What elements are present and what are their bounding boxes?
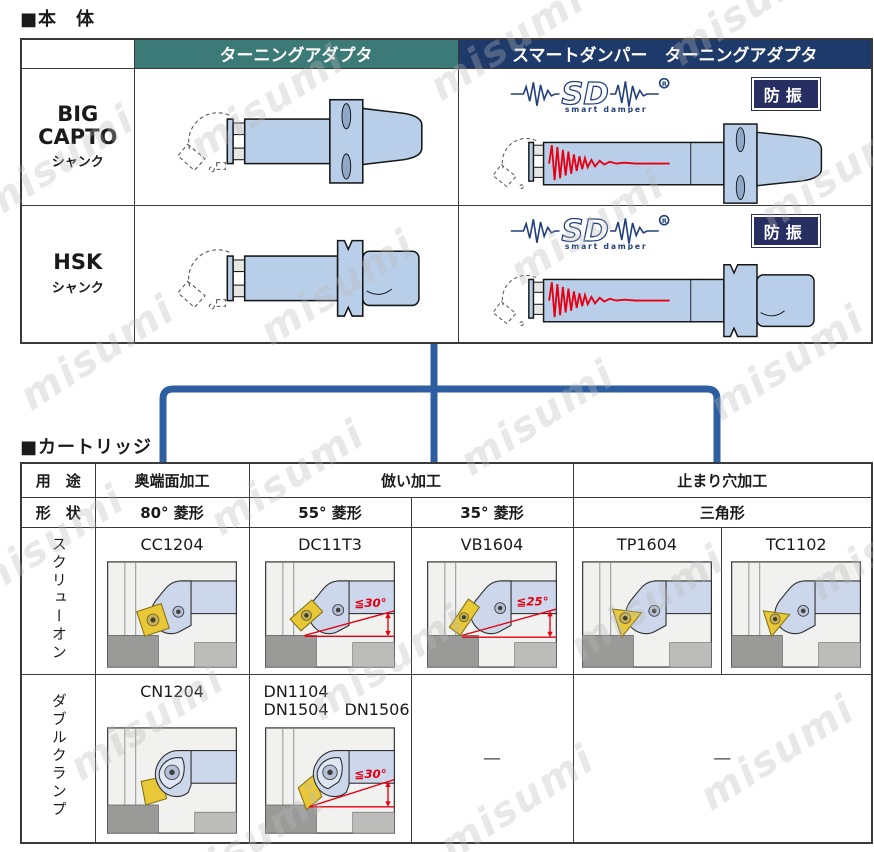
sd-logo-caption: smart damper xyxy=(565,242,648,250)
registered-mark: R xyxy=(662,80,667,87)
cc1204-illustration xyxy=(106,560,238,668)
cartridge-name: CC1204 xyxy=(140,534,204,554)
cartridge-table: 用 途 奥端面加工 倣い加工 止まり穴加工 形 状 80° 菱形 55° 菱形 … xyxy=(20,462,873,844)
insert-triangle xyxy=(611,607,643,638)
insert-35-rhombic xyxy=(448,597,481,636)
usage-back-face: 奥端面加工 xyxy=(94,462,250,498)
cartridge-name: TP1604 xyxy=(616,534,678,554)
row-label-hsk-shank: HSK シャンク xyxy=(20,204,135,343)
cartridge-name: TC1102 xyxy=(765,534,827,554)
damping-wave xyxy=(547,281,670,317)
cell-smart-damper-big-capto: SD R smart damper 防振 xyxy=(457,67,873,206)
body-table-corner-cell xyxy=(20,38,135,69)
cell-turning-adapter-big-capto xyxy=(133,67,459,206)
screw-on-label: スクリューオン xyxy=(49,535,68,662)
insert-80-rhombic xyxy=(135,602,170,637)
tp1604-illustration xyxy=(581,560,713,668)
sd-logo-text: SD xyxy=(561,213,609,248)
workpiece xyxy=(731,634,784,667)
workpiece xyxy=(265,634,317,667)
workpiece xyxy=(107,634,159,667)
cartridge-cell-dn-series: DN1104 DN1504 DN1506 xyxy=(248,673,412,844)
cartridge-name-line1: DN1104 xyxy=(263,681,329,701)
shape-35-rhombic: 35° 菱形 xyxy=(410,496,574,528)
insert-triangle xyxy=(762,609,791,637)
cn1204-illustration xyxy=(106,727,238,834)
angle-label: ≦30° xyxy=(354,596,386,610)
body-table: ターニングアダプタ スマートダンパー ターニングアダプタ BIG CAPTO シ… xyxy=(20,38,873,344)
insert-55-rhombic xyxy=(289,598,324,632)
row-label-double-clamp: ダブルクランプ xyxy=(20,673,96,844)
column-header-smart-damper-turning-adapter: スマートダンパー ターニングアダプタ xyxy=(457,38,873,69)
angle-label: ≦30° xyxy=(354,767,386,781)
smart-damper-adapter-big-capto-illustration xyxy=(492,122,822,204)
damping-wave xyxy=(547,144,670,180)
shape-header-cell: 形 状 xyxy=(20,496,96,528)
workpiece xyxy=(582,634,634,667)
dn-series-illustration: ≦30° xyxy=(264,727,396,834)
anti-vibration-badge: 防振 xyxy=(750,213,821,248)
cartridge-name: VB1604 xyxy=(460,534,524,554)
tc1102-illustration xyxy=(731,560,862,668)
flow-connector xyxy=(159,336,721,462)
usage-header-cell: 用 途 xyxy=(20,462,96,498)
vb1604-illustration: ≦25° xyxy=(426,560,558,668)
workpiece xyxy=(265,804,317,834)
cartridge-cell-vb1604: VB1604 xyxy=(410,526,574,675)
cartridge-cell-cn1204: CN1204 xyxy=(94,673,250,844)
shape-55-rhombic: 55° 菱形 xyxy=(248,496,412,528)
usage-profiling: 倣い加工 xyxy=(248,462,574,498)
registered-mark: R xyxy=(662,217,667,224)
cartridge-name: DC11T3 xyxy=(298,534,362,554)
cartridge-cell-empty-triangle: — xyxy=(572,673,873,844)
shank-name-line1: BIG xyxy=(57,101,99,126)
row-label-screw-on: スクリューオン xyxy=(20,526,96,675)
shape-80-rhombic: 80° 菱形 xyxy=(94,496,250,528)
turning-adapter-big-capto-illustration xyxy=(177,98,423,184)
cartridge-cell-tp1604: TP1604 xyxy=(572,526,722,675)
cartridge-cell-dc11t3: DC11T3 xyxy=(248,526,412,675)
shank-sub-label: シャンク xyxy=(51,155,104,171)
smart-damper-logo: SD R smart damper xyxy=(510,213,670,250)
row-label-big-capto-shank: BIG CAPTO シャンク xyxy=(20,67,135,206)
turning-adapter-hsk-illustration xyxy=(177,239,420,317)
shape-triangle: 三角形 xyxy=(572,496,873,528)
smart-damper-logo: SD R smart damper xyxy=(510,76,670,113)
cartridge-name-line2: DN1504 DN1506 xyxy=(263,700,410,720)
cartridge-cell-cc1204: CC1204 xyxy=(94,526,250,675)
cell-turning-adapter-hsk xyxy=(133,204,459,343)
anti-vibration-badge: 防振 xyxy=(750,76,821,111)
workpiece xyxy=(107,804,159,834)
angle-callout: ≦30° xyxy=(308,767,395,808)
angle-callout: ≦30° xyxy=(304,596,395,637)
angle-callout: ≦25° xyxy=(461,594,557,638)
cartridge-name: CN1204 xyxy=(140,681,204,701)
body-section-title: ■本 体 xyxy=(20,9,96,30)
cartridge-ghost xyxy=(177,249,230,310)
cartridge-ghost xyxy=(492,274,537,326)
usage-blind-hole: 止まり穴加工 xyxy=(572,462,873,498)
smart-damper-adapter-hsk-illustration xyxy=(492,263,815,337)
shank-sub-label: シャンク xyxy=(51,280,104,296)
cartridge-ghost xyxy=(492,137,537,189)
cartridge-ghost xyxy=(177,112,230,173)
double-clamp-label: ダブルクランプ xyxy=(49,693,68,820)
column-header-turning-adapter: ターニングアダプタ xyxy=(133,38,459,69)
cell-smart-damper-hsk: SD R smart damper 防振 xyxy=(457,204,873,343)
cartridge-cell-tc1102: TC1102 xyxy=(720,526,873,675)
not-available-dash: — xyxy=(713,747,732,769)
sd-logo-text: SD xyxy=(561,76,609,111)
sd-logo-caption: smart damper xyxy=(565,105,648,113)
dc11t3-illustration: ≦30° xyxy=(264,560,396,668)
cartridge-cell-empty-35: — xyxy=(410,673,574,844)
shank-name-line1: HSK xyxy=(53,250,103,275)
cartridge-section-title: ■カートリッジ xyxy=(20,437,153,458)
not-available-dash: — xyxy=(483,747,501,769)
angle-label: ≦25° xyxy=(516,594,548,608)
shank-name-line2: CAPTO xyxy=(38,125,118,149)
workpiece xyxy=(427,634,479,667)
